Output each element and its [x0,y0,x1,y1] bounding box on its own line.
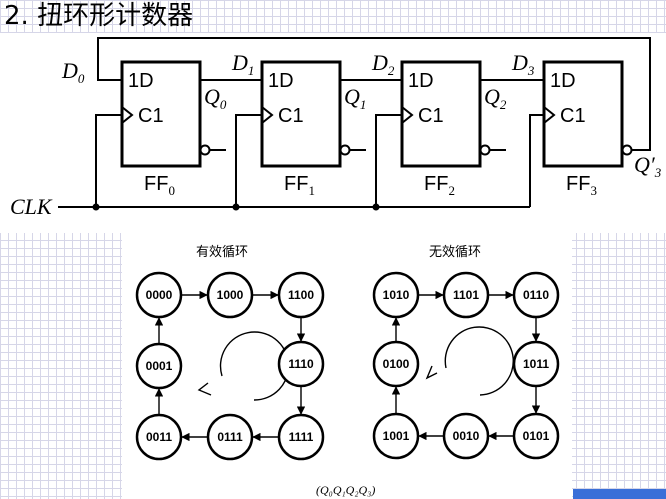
state-label: 0001 [146,359,173,373]
ff3-name: FF3 [566,173,597,198]
state-label: 0000 [146,288,173,302]
cycle-arrowhead-icon [197,382,212,396]
ff-d-label: 1D [550,70,576,92]
state-node [442,412,490,460]
clk-wire-ff0 [95,114,122,207]
state-label: 0111 [217,430,243,444]
state-node [512,340,560,388]
flip-flop-3: 1D C1 [542,60,633,168]
feedback-wire [97,37,651,151]
state-panel [122,233,572,499]
state-label: 0110 [523,288,549,302]
ff-d-label: 1D [268,70,294,92]
inverter-bubble-icon [199,144,211,156]
junction-dot [232,203,240,211]
state-node [372,412,420,460]
flip-flop-1: 1D C1 [260,60,366,168]
ff2-name: FF2 [424,173,455,198]
state-node [442,271,490,319]
page-title: 2. 扭环形计数器 [4,1,193,31]
state-node [277,271,325,319]
state-node [135,413,183,461]
clock-triangle-icon [543,106,556,124]
ff-d-label: 1D [128,70,154,92]
state-node [372,340,420,388]
ff-c-label: C1 [138,105,164,127]
state-label: 1110 [288,357,314,371]
state-node [135,342,183,390]
state-node [277,340,325,388]
junction-dot [372,203,380,211]
clk-wire-ff2 [375,114,402,207]
cycle-direction-arc [219,331,290,401]
state-node [206,271,254,319]
valid-cycle-diagram: 有效循环 0000 1000 1100 1110 1111 0111 0011 0001 [135,245,325,461]
ff-box [400,60,482,168]
state-label: 1011 [523,357,549,371]
ff-box [542,60,624,168]
state-node [512,412,560,460]
state-node [135,271,183,319]
circuit: 1D C1 1D C1 1D C1 1D C1 [10,37,662,219]
clk-label: CLK [10,194,53,219]
q1-label: Q1 [344,84,366,112]
q0-label: Q0 [204,84,227,112]
inverter-bubble-icon [621,144,633,156]
state-node [372,271,420,319]
valid-cycle-title: 有效循环 [196,245,248,260]
flip-flop-2: 1D C1 [400,60,506,168]
ff0-name: FF0 [144,173,175,198]
state-label: 1100 [288,288,314,302]
state-order-caption: (Q₀Q₁Q₂Q₃) [316,483,375,497]
state-node [512,271,560,319]
slide-accent-bar [573,489,666,499]
d1-label: D1 [231,50,254,78]
clk-wire-ff3 [529,114,544,207]
ff1-name: FF1 [284,173,315,198]
state-label: 0101 [523,429,550,443]
state-label: 0100 [383,357,410,371]
state-label: 1001 [383,429,410,443]
ff-c-label: C1 [278,105,304,127]
invalid-cycle-title: 无效循环 [429,245,481,260]
ff-c-label: C1 [418,105,444,127]
state-label: 1000 [217,288,244,302]
inverter-bubble-icon [479,144,491,156]
state-label: 1010 [383,288,410,302]
flip-flop-0: 1D C1 [120,60,226,168]
state-label: 0010 [453,429,480,443]
inverter-bubble-icon [339,144,351,156]
clock-triangle-icon [261,106,274,124]
d0-label: D0 [61,58,85,86]
q3-bar-label: Q′3 [634,152,662,180]
cycle-direction-arc [444,326,514,396]
state-label: 1101 [453,288,479,302]
invalid-cycle-diagram: 无效循环 1010 1101 0110 1011 0101 0010 1001 0100 [372,245,560,460]
q2-label: Q2 [484,84,507,112]
state-node [206,413,254,461]
state-node [277,413,325,461]
cycle-arrowhead-icon [425,365,438,380]
state-label: 1111 [289,430,314,444]
clock-triangle-icon [401,106,414,124]
d3-label: D3 [511,50,535,78]
ff-c-label: C1 [560,105,586,127]
state-label: 0011 [146,430,172,444]
ff-box [120,60,202,168]
clock-triangle-icon [121,106,134,124]
junction-dot [92,203,100,211]
ff-box [260,60,342,168]
ff-d-label: 1D [408,70,434,92]
clk-wire-ff1 [235,114,262,207]
d2-label: D2 [371,50,395,78]
